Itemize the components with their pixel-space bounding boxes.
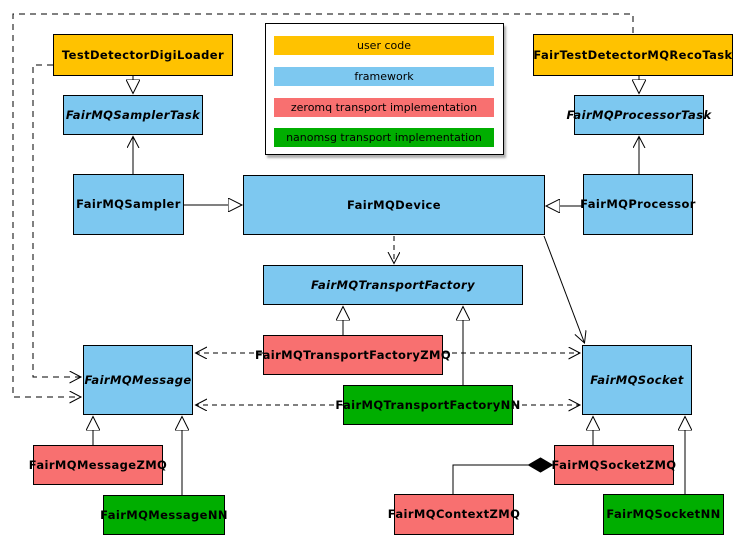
edge-digiloader-message — [32, 64, 81, 377]
node-fairmq-message-nn: FairMQMessageNN — [100, 495, 228, 535]
node-label: FairMQMessageZMQ — [28, 457, 168, 472]
node-fairmq-message-zmq: FairMQMessageZMQ — [29, 445, 167, 485]
legend-label: framework — [354, 70, 414, 83]
node-label: FairMQProcessor — [580, 197, 696, 212]
legend-label: user code — [356, 39, 412, 52]
legend-item-framework: framework — [274, 67, 494, 86]
node-label: FairMQSocketNN — [606, 507, 721, 522]
node-fairmq-socket-nn: FairMQSocketNN — [603, 494, 724, 535]
edge-contextzmq-socketzmq — [452, 465, 552, 494]
node-label: FairMQSocket — [590, 372, 684, 387]
legend-item-zeromq: zeromq transport implementation — [274, 98, 494, 117]
node-fairmq-processor: FairMQProcessor — [580, 174, 696, 235]
node-fairmq-device: FairMQDevice — [243, 175, 545, 235]
node-fair-test-detector-mq-reco-task: FairTestDetectorMQRecoTask — [533, 34, 733, 76]
node-label: FairMQContextZMQ — [387, 507, 521, 522]
node-label: FairMQSocketZMQ — [551, 457, 677, 472]
legend: user code framework zeromq transport imp… — [265, 23, 504, 155]
node-fairmq-message: FairMQMessage — [83, 345, 193, 415]
node-fairmq-socket: FairMQSocket — [582, 345, 692, 415]
node-label: FairMQProcessorTask — [566, 107, 712, 122]
legend-label: nanomsg transport implementation — [286, 131, 482, 144]
node-fairmq-transport-factory-nn: FairMQTransportFactoryNN — [335, 385, 520, 425]
legend-label: zeromq transport implementation — [290, 101, 478, 114]
node-fairmq-sampler-task: FairMQSamplerTask — [63, 95, 203, 135]
node-label: FairMQTransportFactory — [311, 277, 475, 292]
legend-item-user-code: user code — [274, 36, 494, 55]
node-label: FairMQSamplerTask — [65, 107, 201, 122]
node-label: FairMQDevice — [347, 197, 441, 212]
legend-item-nanomsg: nanomsg transport implementation — [274, 128, 494, 147]
node-fairmq-transport-factory-zmq: FairMQTransportFactoryZMQ — [255, 335, 451, 375]
edge-device-socket — [543, 235, 585, 343]
node-label: FairTestDetectorMQRecoTask — [533, 47, 733, 62]
node-fairmq-context-zmq: FairMQContextZMQ — [388, 494, 520, 535]
node-fairmq-processor-task: FairMQProcessorTask — [567, 95, 711, 135]
node-fairmq-transport-factory: FairMQTransportFactory — [263, 265, 523, 305]
node-label: FairMQMessage — [84, 372, 192, 387]
node-label: FairMQSampler — [76, 197, 181, 212]
node-label: TestDetectorDigiLoader — [61, 47, 225, 62]
node-fairmq-sampler: FairMQSampler — [73, 174, 184, 235]
node-label: FairMQMessageNN — [100, 507, 228, 522]
node-label: FairMQTransportFactoryNN — [335, 397, 521, 412]
edge-recotask-message — [12, 13, 634, 397]
node-label: FairMQTransportFactoryZMQ — [255, 347, 452, 362]
node-fairmq-socket-zmq: FairMQSocketZMQ — [551, 445, 677, 485]
node-test-detector-digi-loader: TestDetectorDigiLoader — [53, 34, 233, 76]
